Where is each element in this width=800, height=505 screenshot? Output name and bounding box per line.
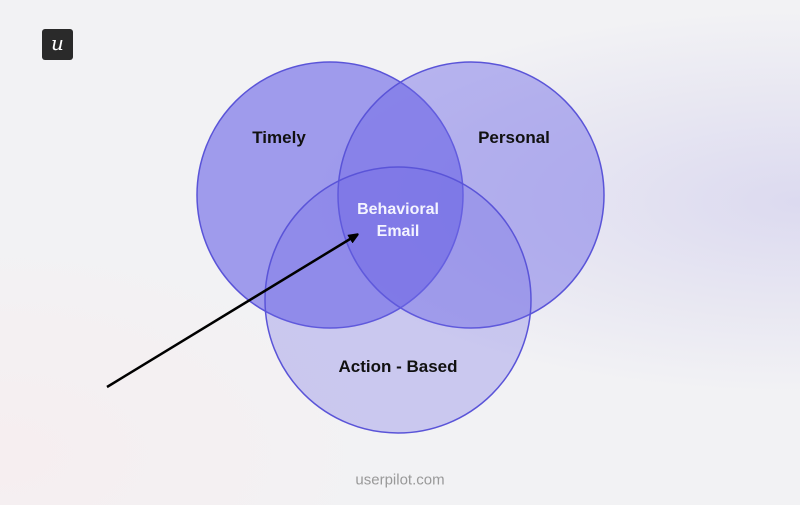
intersection-line1: Behavioral (357, 201, 439, 218)
action-based-label: Action - Based (338, 357, 458, 376)
behavioral-email-label: Behavioral Email (357, 199, 439, 243)
personal-label: Personal (478, 128, 550, 147)
timely-circle (196, 61, 464, 329)
action-based-circle (264, 166, 532, 434)
personal-circle (337, 61, 605, 329)
arrow-icon (106, 236, 355, 389)
intersection-line2: Email (376, 223, 420, 240)
footer-watermark: userpilot.com (355, 471, 445, 489)
userpilot-logo: u (42, 29, 73, 60)
timely-label: Timely (252, 128, 306, 147)
